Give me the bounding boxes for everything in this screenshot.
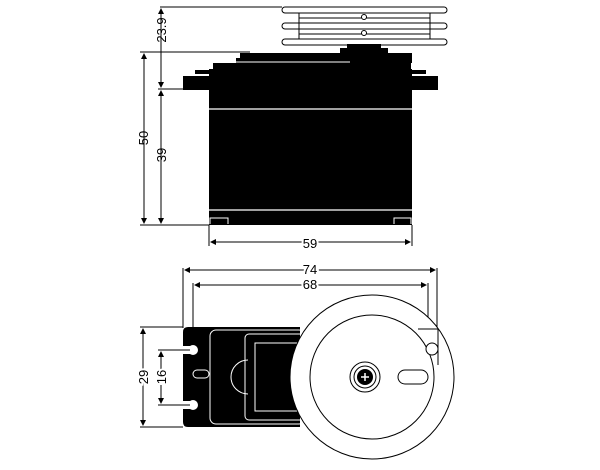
servo-horn — [281, 6, 448, 46]
dim-overall-height: 50 — [136, 131, 151, 145]
side-view: 50 39 23.9 59 — [136, 6, 448, 253]
dim-width: 59 — [303, 236, 317, 251]
servo-body-bottom — [183, 327, 300, 427]
dim-body-height: 39 — [154, 148, 169, 162]
dim-hole-spacing: 68 — [303, 277, 317, 292]
mounting-ear-left — [183, 76, 209, 90]
dim-hole-pitch: 16 — [154, 370, 169, 384]
dim-bottom-width: 29 — [136, 370, 151, 384]
bottom-view: 74 68 29 1 — [134, 260, 455, 460]
servo-body — [209, 69, 412, 225]
dim-horn-height: 23.9 — [154, 17, 169, 42]
horn-disc — [289, 294, 455, 460]
dim-overall-length: 74 — [303, 262, 317, 277]
mounting-ear-right — [412, 76, 438, 90]
